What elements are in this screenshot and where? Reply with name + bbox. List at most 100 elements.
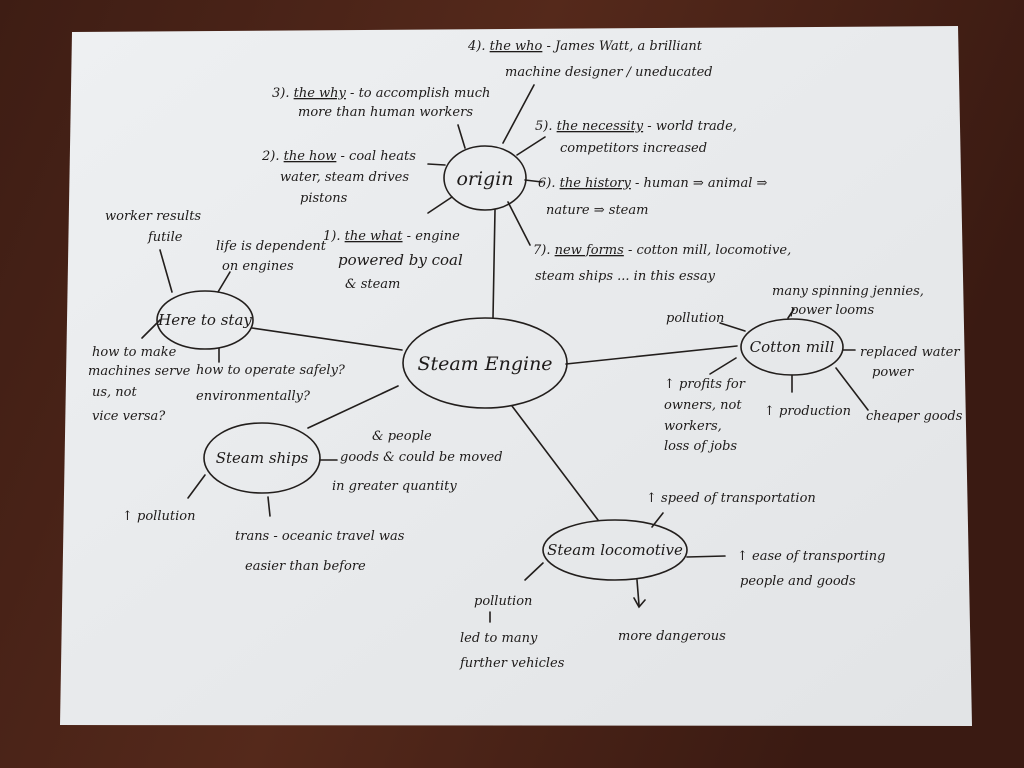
handwritten-note: easier than before bbox=[245, 559, 366, 574]
connector-line bbox=[267, 496, 271, 517]
handwritten-note: futile bbox=[147, 230, 183, 245]
node-ellipses bbox=[156, 145, 844, 581]
handwritten-note: worker results bbox=[105, 209, 201, 224]
connector-line bbox=[427, 196, 453, 214]
handwritten-note: steam ships ... in this essay bbox=[535, 269, 716, 284]
origin-item-4: 4). the who - James Watt, a brilliant ma… bbox=[467, 39, 713, 80]
handwritten-note: the history bbox=[560, 176, 632, 191]
handwritten-note: 7). new forms - cotton mill, locomotive, bbox=[533, 243, 791, 258]
steam-ships-node-ellipse bbox=[203, 422, 321, 494]
handwritten-note: - engine bbox=[407, 229, 460, 244]
handwritten-note: machine designer / uneducated bbox=[505, 65, 713, 80]
handwritten-note: 3). bbox=[272, 86, 289, 101]
cotton-mill-notes: many spinning jennies, power looms pollu… bbox=[664, 284, 963, 454]
handwritten-note: replaced water bbox=[860, 345, 960, 360]
handwritten-note: 3). the why - to accomplish much bbox=[272, 86, 490, 101]
handwritten-note: 4). bbox=[467, 39, 485, 54]
handwritten-note: machines serve bbox=[88, 364, 191, 379]
connector-line bbox=[307, 385, 399, 429]
handwritten-note: - cotton mill, locomotive, bbox=[628, 243, 791, 258]
handwritten-note: more than human workers bbox=[298, 105, 473, 120]
connector-line bbox=[159, 249, 173, 293]
connector-line bbox=[633, 579, 646, 609]
connector-line bbox=[787, 308, 795, 319]
origin-node-label: origin bbox=[456, 168, 513, 190]
handwritten-note: cheaper goods bbox=[866, 409, 963, 424]
handwritten-note: water, steam drives bbox=[280, 170, 409, 185]
origin-item-7: 7). new forms - cotton mill, locomotive,… bbox=[533, 243, 791, 284]
handwritten-note: 5). bbox=[535, 119, 552, 134]
handwritten-note: in greater quantity bbox=[332, 479, 457, 494]
origin-item-5: 5). the necessity - world trade, competi… bbox=[535, 119, 737, 156]
origin-node-ellipse bbox=[443, 145, 527, 211]
handwritten-note: & steam bbox=[345, 277, 400, 292]
handwritten-note: trans - oceanic travel was bbox=[235, 529, 405, 544]
handwritten-note: powered by coal bbox=[338, 251, 463, 269]
handwritten-note: environmentally? bbox=[196, 389, 311, 404]
connector-line bbox=[251, 327, 403, 351]
here-to-stay-label: Here to stay bbox=[157, 311, 252, 329]
handwritten-note: 2). the how - coal heats bbox=[261, 149, 416, 164]
handwritten-note: led to many bbox=[460, 631, 538, 646]
connector-line bbox=[686, 555, 726, 558]
central-node-label: Steam Engine bbox=[417, 353, 552, 375]
connector-lines bbox=[141, 84, 869, 623]
steam-locomotive-label: Steam locomotive bbox=[547, 541, 683, 559]
connector-line bbox=[516, 136, 546, 156]
handwritten-note: vice versa? bbox=[92, 409, 166, 424]
handwritten-note: - to accomplish much bbox=[350, 86, 490, 101]
handwritten-note: new forms bbox=[555, 243, 625, 258]
handwritten-note: the what bbox=[345, 229, 404, 244]
handwritten-note: 7). bbox=[533, 243, 550, 258]
handwritten-note: ↑ ease of transporting bbox=[737, 549, 885, 564]
connector-line bbox=[187, 474, 206, 499]
handwritten-note: on engines bbox=[222, 259, 294, 274]
connector-line bbox=[492, 209, 496, 319]
handwritten-note: 4). the who - James Watt, a brilliant bbox=[467, 39, 703, 54]
connector-line bbox=[835, 367, 869, 411]
handwritten-note: life is dependent bbox=[216, 239, 327, 254]
origin-item-2: 2). the how - coal heats water, steam dr… bbox=[261, 149, 416, 206]
handwritten-note: loss of jobs bbox=[664, 439, 737, 454]
handwritten-note: owners, not bbox=[664, 398, 742, 413]
handwritten-note: workers, bbox=[664, 419, 722, 434]
handwritten-note: more dangerous bbox=[618, 629, 726, 644]
handwritten-note: how to make bbox=[92, 345, 177, 360]
handwritten-note: 1). the what - engine bbox=[323, 229, 460, 244]
connector-line bbox=[524, 179, 543, 183]
handwritten-note: pistons bbox=[300, 191, 348, 206]
handwritten-note: ↑ profits for bbox=[664, 377, 746, 392]
handwritten-note: power bbox=[872, 365, 914, 380]
cotton-mill-node-ellipse bbox=[740, 318, 844, 376]
handwritten-note: the necessity bbox=[557, 119, 644, 134]
connector-line bbox=[524, 562, 544, 581]
handwritten-note: pollution bbox=[474, 594, 532, 609]
handwritten-note: ↑ pollution bbox=[122, 509, 195, 524]
handwritten-note: many spinning jennies, bbox=[772, 284, 924, 299]
handwritten-note: 1). bbox=[323, 229, 340, 244]
connector-line bbox=[565, 345, 738, 365]
connector-line bbox=[457, 124, 466, 149]
origin-item-6: 6). the history - human ⇒ animal ⇒ natur… bbox=[538, 176, 768, 218]
handwritten-note: - coal heats bbox=[341, 149, 417, 164]
handwritten-note: ↑ speed of transportation bbox=[646, 491, 816, 506]
connector-line bbox=[427, 163, 446, 166]
handwritten-note: 6). bbox=[538, 176, 555, 191]
handwritten-note: the who bbox=[490, 39, 543, 54]
handwritten-note: 5). the necessity - world trade, bbox=[535, 119, 737, 134]
central-node-ellipse bbox=[402, 317, 568, 409]
handwritten-note: the why bbox=[294, 86, 347, 101]
handwritten-note: us, not bbox=[92, 385, 138, 400]
handwritten-note: power looms bbox=[790, 303, 874, 318]
origin-item-3: 3). the why - to accomplish much more th… bbox=[272, 86, 490, 120]
connector-line bbox=[507, 201, 531, 246]
connector-line bbox=[709, 357, 737, 375]
handwritten-note: pollution bbox=[666, 311, 724, 326]
here-to-stay-node-ellipse bbox=[156, 290, 254, 350]
handwritten-note: nature ⇒ steam bbox=[546, 203, 648, 218]
connector-line bbox=[217, 271, 231, 293]
handwritten-note: & people bbox=[372, 429, 432, 444]
steam-locomotive-node-ellipse bbox=[542, 519, 688, 581]
connector-line bbox=[502, 84, 535, 144]
